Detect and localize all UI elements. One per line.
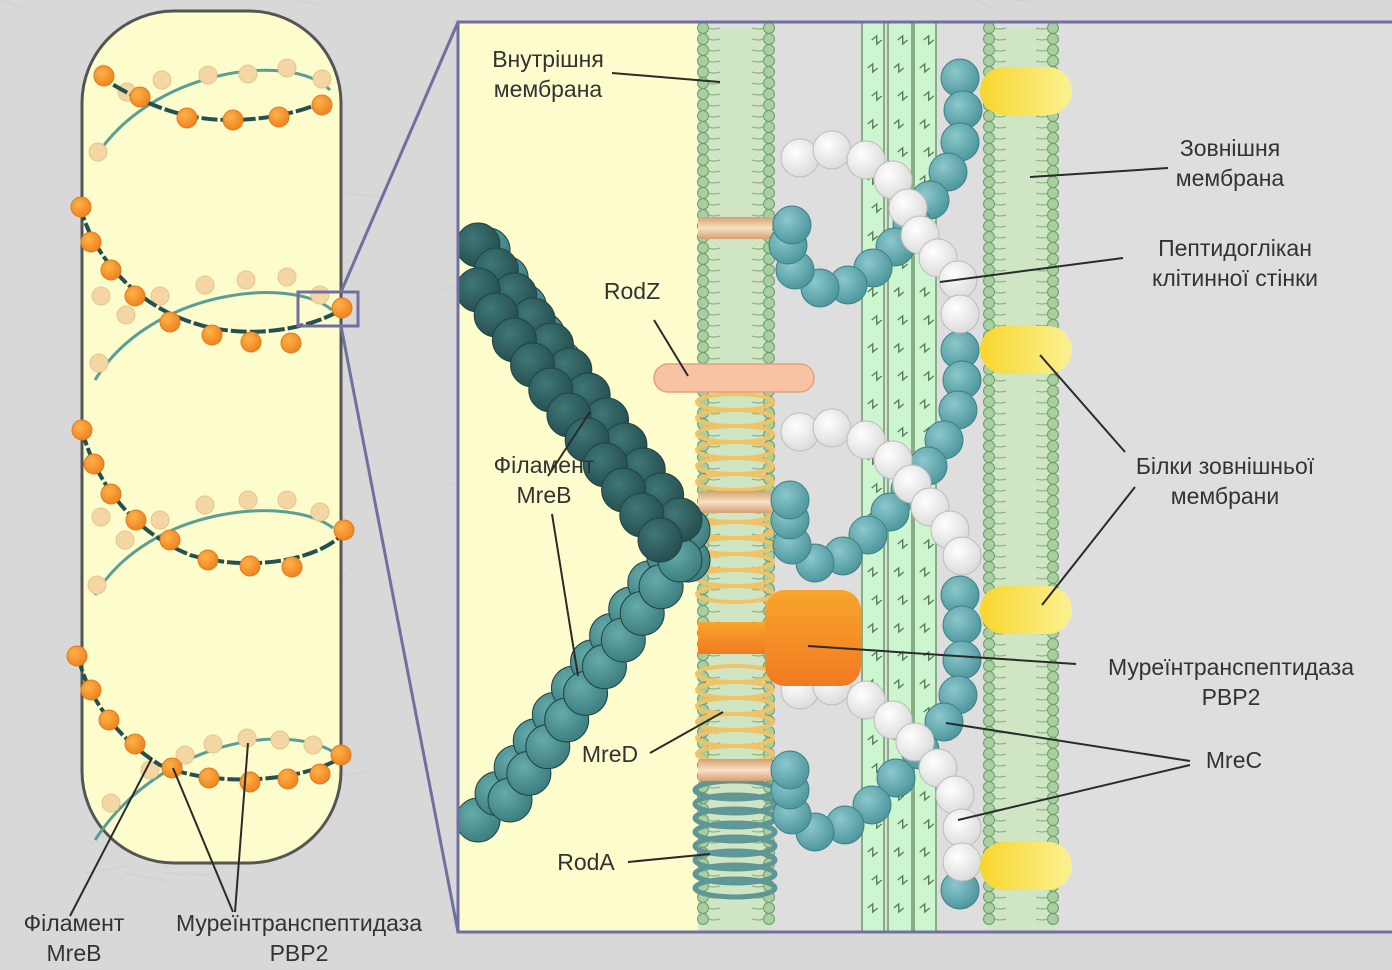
pbp2-dot-18	[126, 510, 146, 530]
membrane-linker-0	[698, 217, 772, 239]
pbp2-dot-33	[331, 745, 351, 765]
pbp2-dot-12	[241, 332, 261, 352]
pbp2-dot-11	[202, 325, 222, 345]
pbp2-faint-27	[204, 735, 222, 753]
pbp2-dot-5	[312, 95, 332, 115]
pbp2-dot-27	[125, 734, 145, 754]
pbp2-dot-8	[101, 260, 121, 280]
pbp2-faint-19	[196, 496, 214, 514]
pbp2-faint-22	[311, 503, 329, 521]
pbp2-faint-4	[239, 65, 257, 83]
label-roda: RodA	[546, 847, 626, 877]
pbp2-dot-10	[160, 312, 180, 332]
pbp2-faint-13	[278, 268, 296, 286]
pbp2-faint-6	[313, 70, 331, 88]
label-outer-membrane-proteins: Білки зовнішньоїмембрани	[1110, 451, 1340, 511]
membrane-linker-2	[698, 759, 772, 781]
pbp2-dot-25	[81, 680, 101, 700]
pbp2-dot-29	[199, 768, 219, 788]
pbp2-dot-6	[71, 197, 91, 217]
pbp2-faint-3	[199, 66, 217, 84]
membrane-linker-1	[698, 491, 772, 513]
pbp2-dot-9	[125, 286, 145, 306]
roda-protein	[695, 781, 775, 897]
pbp2-dot-7	[81, 232, 101, 252]
pbp2-dot-13	[281, 333, 301, 353]
label-mred: MreD	[570, 739, 650, 769]
pbp2-faint-20	[239, 491, 257, 509]
pbp2-dot-32	[310, 764, 330, 784]
pbp2-dot-2	[177, 108, 197, 128]
pbp2-dot-17	[101, 484, 121, 504]
pbp2-dot-30	[240, 772, 260, 792]
pbp2-dot-24	[67, 646, 87, 666]
pbp2-faint-17	[116, 531, 134, 549]
pbp2-dot-3	[223, 110, 243, 130]
outer-membrane	[984, 23, 1059, 931]
pbp2-faint-21	[278, 491, 296, 509]
pbp2-dot-14	[332, 298, 352, 318]
pbp2-dot-21	[240, 556, 260, 576]
pbp2-faint-9	[117, 306, 135, 324]
pbp2-dot-4	[269, 107, 289, 127]
label-cell-pbp2: МуреїнтранспептидазаPBP2	[144, 908, 454, 968]
pbp2-faint-5	[278, 59, 296, 77]
omp-3	[980, 842, 1072, 890]
pbp2-faint-16	[92, 508, 110, 526]
omp-1	[980, 326, 1072, 374]
pbp2-faint-11	[196, 276, 214, 294]
pbp2-faint-12	[237, 271, 255, 289]
pbp2-faint-29	[271, 731, 289, 749]
zoom-line-top	[341, 22, 458, 292]
omp-2	[980, 586, 1072, 634]
pbp2-head	[765, 590, 861, 686]
pbp2-dot-1	[130, 87, 150, 107]
pbp2-faint-8	[92, 287, 110, 305]
pbp2-dot-23	[334, 520, 354, 540]
pbp2-faint-7	[89, 143, 107, 161]
pbp2-dot-0	[94, 66, 114, 86]
pbp2-dot-22	[282, 557, 302, 577]
pbp2-faint-23	[88, 576, 106, 594]
pbp2-dot-20	[198, 550, 218, 570]
pbp2-dot-16	[84, 454, 104, 474]
pbp2-faint-30	[304, 736, 322, 754]
rodz-protein	[654, 364, 814, 392]
label-rodz: RodZ	[592, 276, 672, 306]
label-mrec: MreC	[1194, 745, 1274, 775]
zoom-line-bottom	[341, 326, 458, 932]
pbp2-dot-26	[99, 710, 119, 730]
pbp2-dot-28	[162, 758, 182, 778]
pbp2-faint-24	[102, 794, 120, 812]
omp-0	[980, 67, 1072, 115]
pbp2-dot-15	[72, 420, 92, 440]
pbp2-dot-19	[160, 530, 180, 550]
pbp2-faint-15	[90, 354, 108, 372]
pbp2-faint-14	[311, 286, 329, 304]
pbp2-faint-2	[153, 71, 171, 89]
pbp2-faint-18	[151, 511, 169, 529]
bacterial-cell	[67, 11, 458, 932]
pbp2-dot-31	[278, 769, 298, 789]
